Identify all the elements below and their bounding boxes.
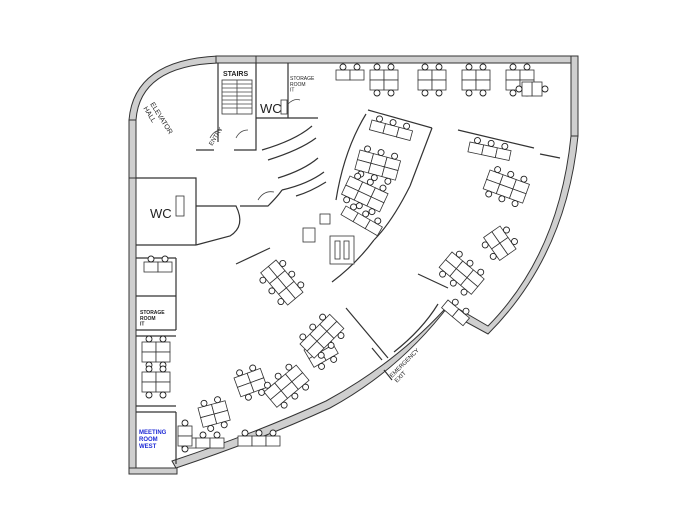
desk-cluster bbox=[369, 63, 399, 97]
desk-cluster bbox=[482, 166, 530, 208]
desk-cluster bbox=[341, 172, 389, 216]
desk-cluster bbox=[340, 203, 383, 237]
label-elevator-hall: ELEVATORHALL bbox=[141, 101, 173, 140]
desk-cluster bbox=[441, 298, 471, 327]
label-stairs: STAIRS bbox=[223, 71, 248, 78]
label-emergency-exit: EMERGENCYEXIT bbox=[389, 348, 425, 384]
desk-cluster bbox=[481, 225, 518, 261]
desk-cluster bbox=[237, 429, 281, 447]
label-wc-top: WC bbox=[260, 101, 282, 116]
desk-cluster bbox=[197, 396, 231, 432]
desk-cluster bbox=[515, 81, 549, 97]
desk-cluster bbox=[143, 255, 173, 273]
desk-cluster bbox=[259, 259, 305, 306]
desk-cluster bbox=[467, 137, 512, 161]
outer-walls bbox=[128, 55, 579, 475]
central-kiosk bbox=[302, 213, 355, 265]
desk-cluster bbox=[417, 63, 447, 97]
desk-cluster bbox=[141, 365, 171, 399]
desk-cluster bbox=[438, 250, 485, 296]
desk-cluster bbox=[141, 335, 171, 369]
desk-cluster bbox=[461, 63, 491, 97]
desk-cluster bbox=[263, 363, 310, 409]
desk-cluster bbox=[368, 115, 414, 142]
desk-cluster bbox=[177, 419, 193, 453]
desk-cluster bbox=[233, 364, 268, 401]
workstations bbox=[141, 63, 549, 453]
desk-cluster bbox=[299, 313, 345, 359]
desk-cluster bbox=[354, 145, 402, 185]
label-wc-left: WC bbox=[150, 206, 172, 221]
desk-cluster bbox=[335, 63, 365, 81]
core-walls bbox=[136, 63, 561, 464]
